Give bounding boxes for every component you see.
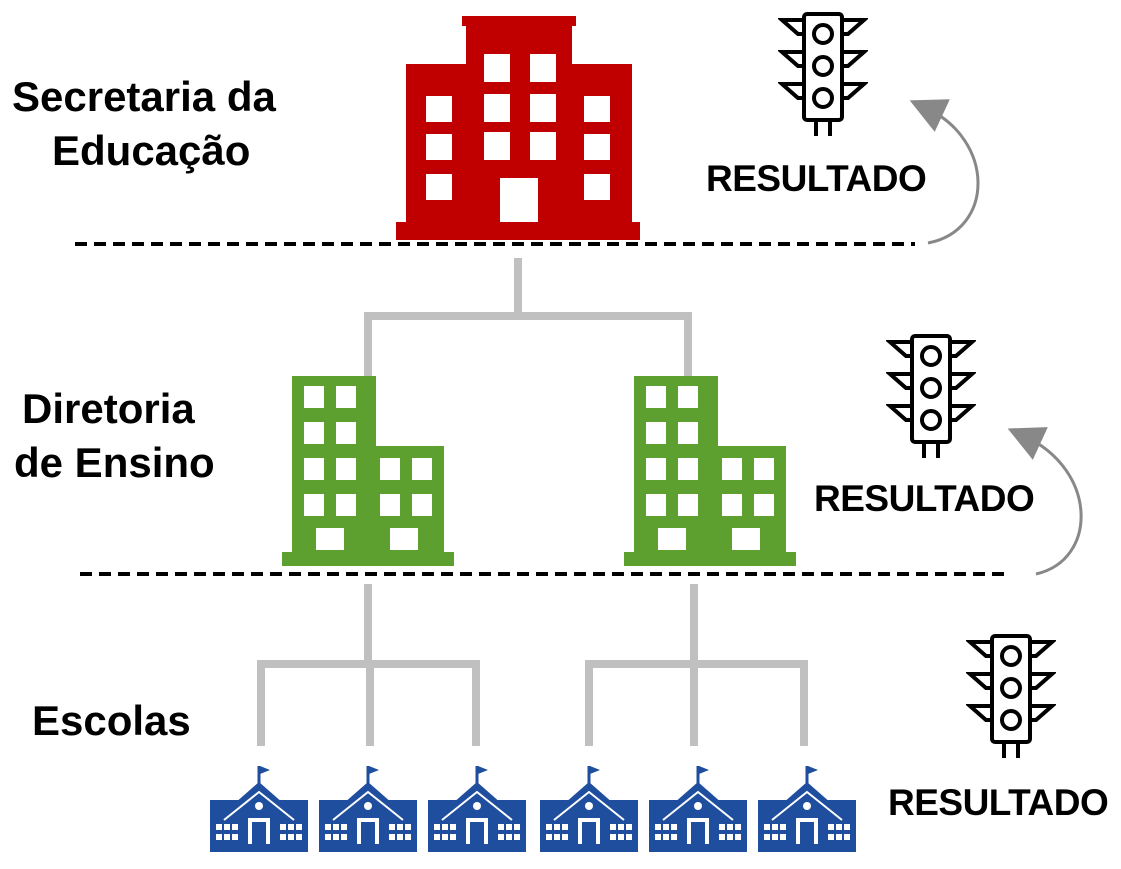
blue-school-icon	[319, 766, 417, 852]
diretoria-label-line1: Diretoria	[22, 385, 195, 432]
escolas-label-text: Escolas	[32, 697, 191, 744]
escolas-label: Escolas	[32, 694, 191, 748]
resultado-middle: RESULTADO	[814, 478, 1035, 519]
arrow-middle	[1007, 427, 1083, 576]
blue-school-icon	[428, 766, 526, 852]
green-office-building-icon-left	[282, 376, 454, 566]
diretoria-label-line2: de Ensino	[14, 439, 215, 486]
arrow-top	[909, 99, 980, 245]
connector-secretaria	[364, 258, 692, 380]
resultado-bottom: RESULTADO	[888, 782, 1109, 823]
blue-school-icon	[540, 766, 638, 852]
secretaria-label: Secretaria da Educação	[12, 70, 276, 178]
resultado-top: RESULTADO	[706, 158, 927, 199]
connector-diretoria-right	[585, 584, 808, 746]
blue-school-icon	[210, 766, 308, 852]
traffic-light-icon-middle	[886, 334, 976, 458]
traffic-light-icon-bottom	[966, 634, 1056, 758]
connector-diretoria-left	[257, 584, 480, 746]
traffic-light-icon-top	[778, 12, 868, 136]
green-office-building-icon-right	[624, 376, 796, 566]
diretoria-label: Diretoria de Ensino	[14, 382, 215, 490]
blue-school-icon	[649, 766, 747, 852]
secretaria-label-line1: Secretaria da	[12, 73, 276, 120]
red-office-building-icon	[396, 16, 640, 240]
secretaria-label-line2: Educação	[52, 127, 251, 174]
blue-school-icon	[758, 766, 856, 852]
